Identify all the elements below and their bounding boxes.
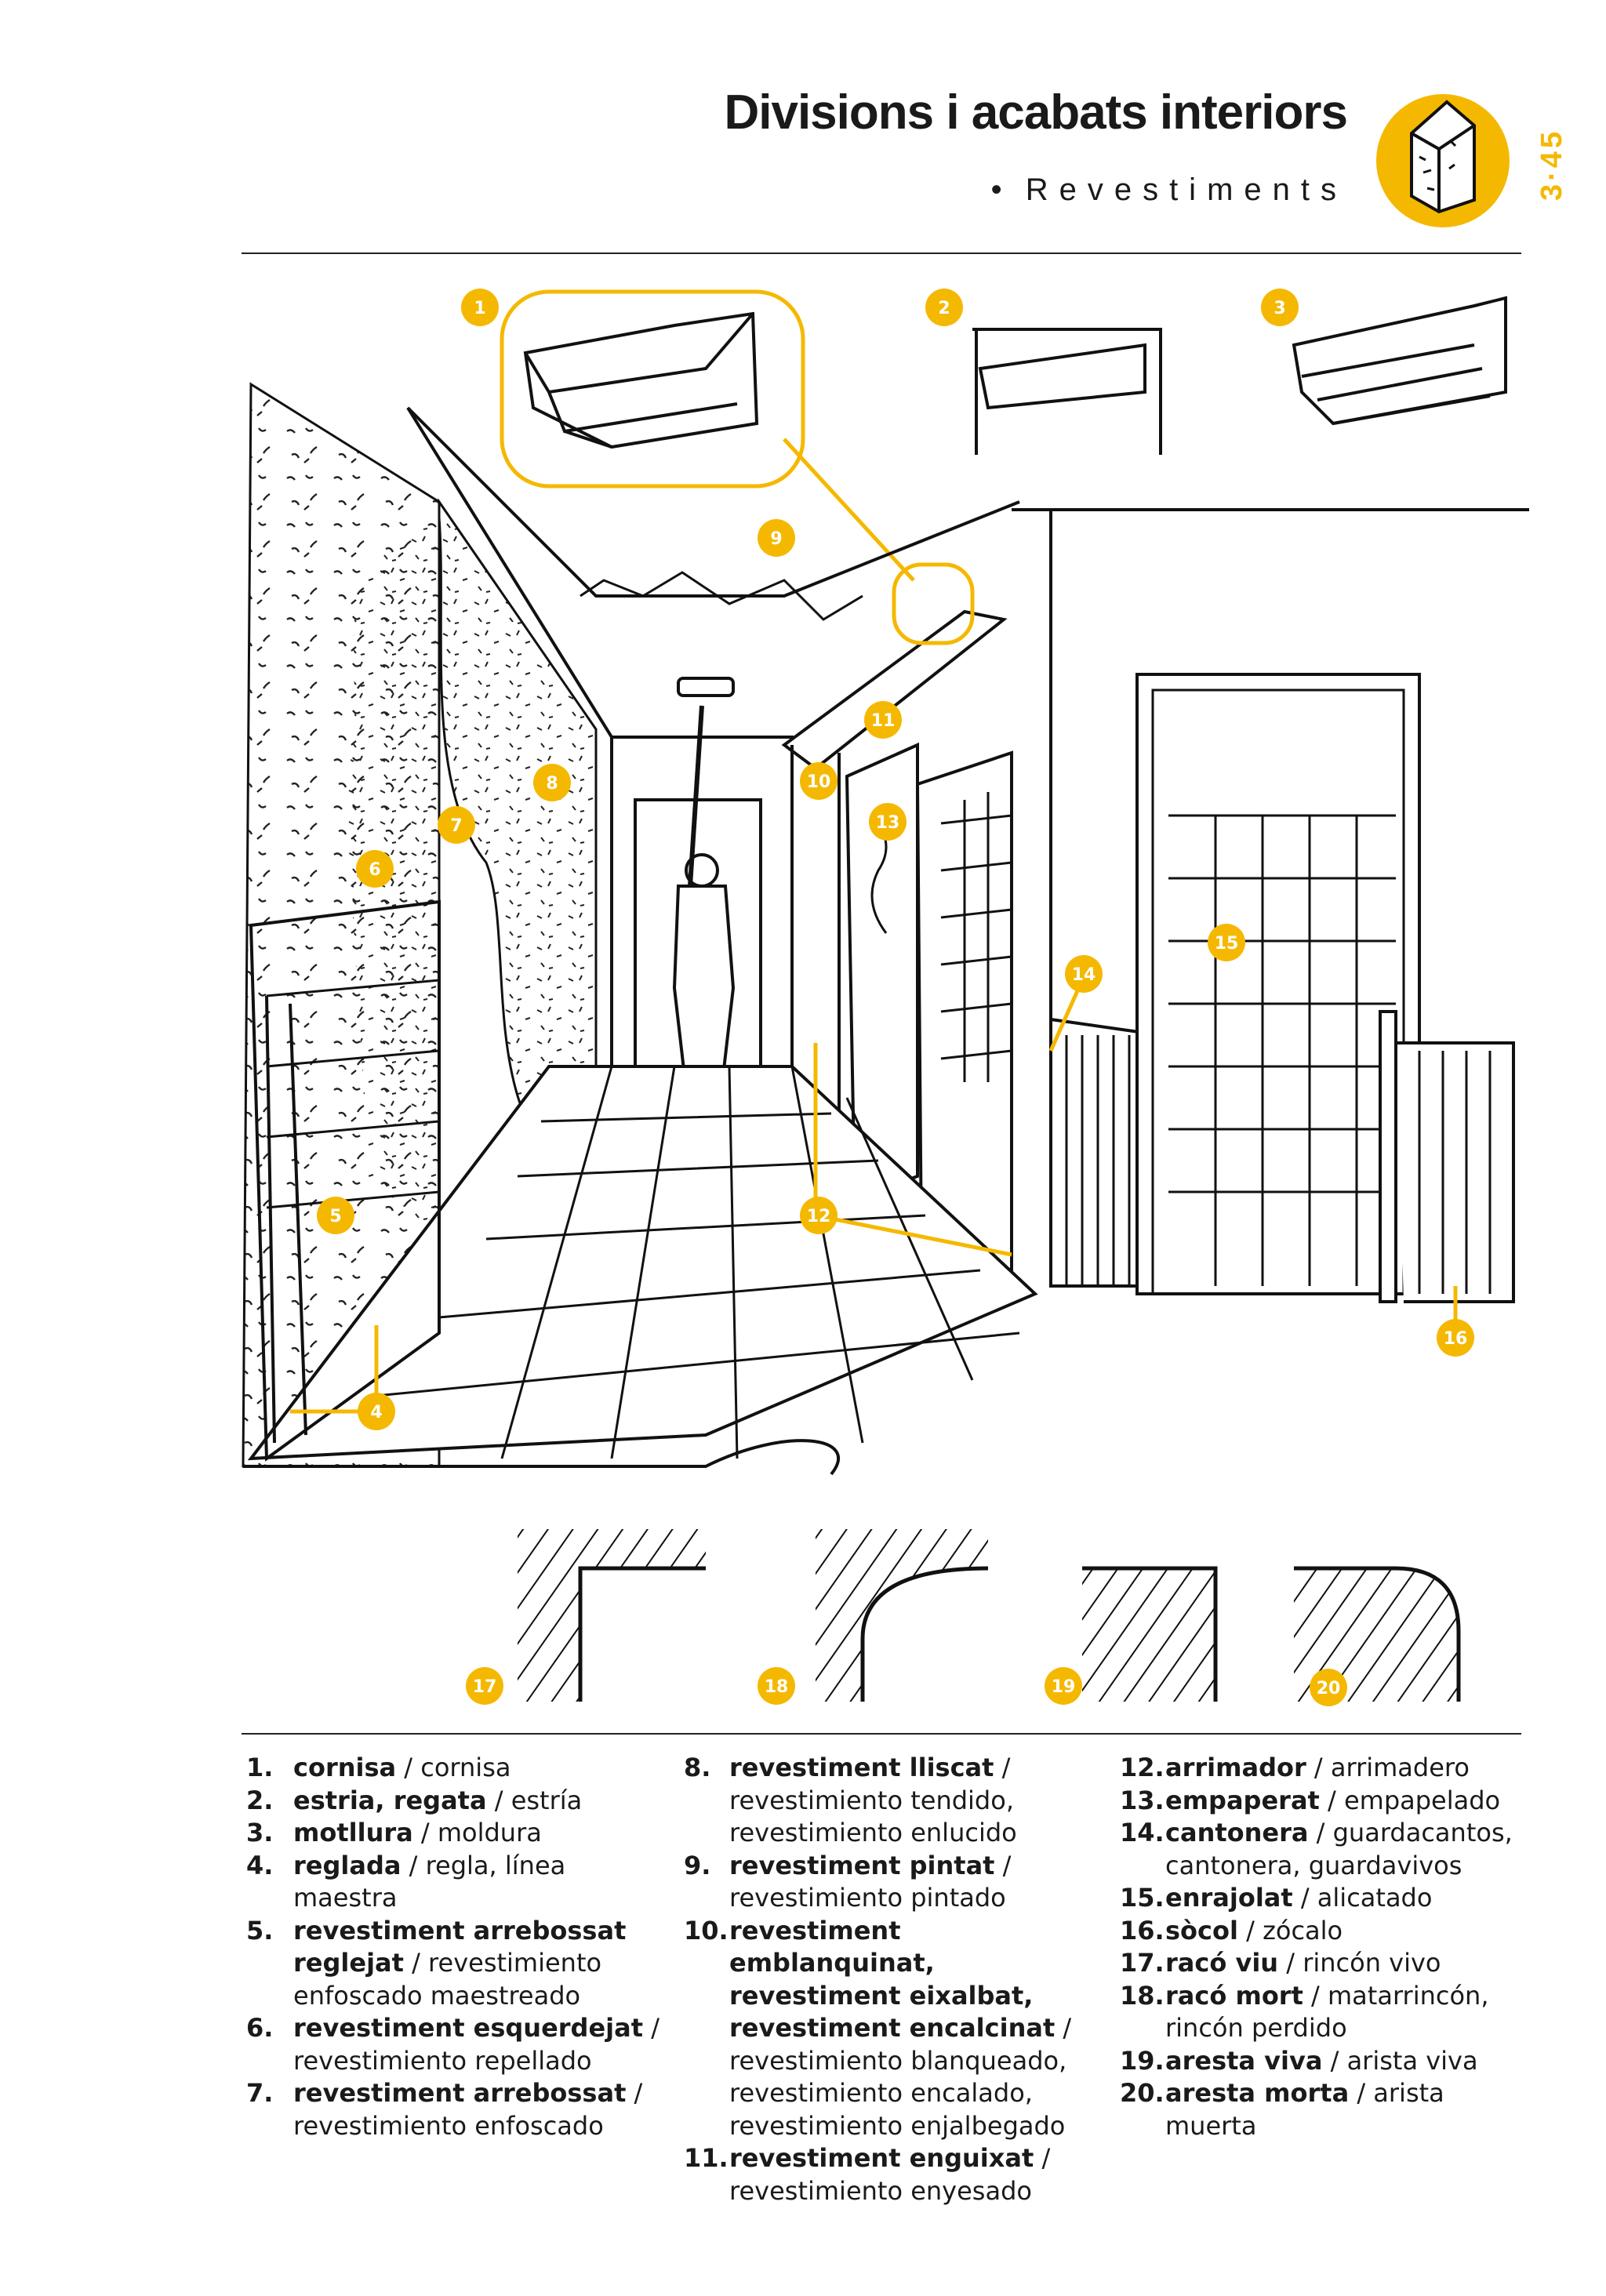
subtitle-text: Revestiments <box>1025 173 1347 207</box>
painter-figure <box>672 677 736 1092</box>
page-title: Divisions i acabats interiors <box>724 85 1348 140</box>
svg-text:13: 13 <box>876 813 900 833</box>
svg-text:16: 16 <box>1444 1329 1468 1349</box>
legend-item: 2.estria, regata / estría <box>246 1785 583 1815</box>
svg-text:14: 14 <box>1072 965 1096 985</box>
callout-9: 9 <box>758 519 795 557</box>
legend-item: 13.empaperat / empapelado <box>1120 1785 1501 1815</box>
svg-text:18: 18 <box>765 1677 789 1697</box>
legend-column-2: 8.revestiment lliscat / revestimiento te… <box>684 1752 1092 2207</box>
svg-text:1: 1 <box>474 299 485 318</box>
moulding-detail <box>1292 296 1507 426</box>
callout-10: 10 <box>800 762 838 800</box>
cornice-detail <box>500 289 915 582</box>
svg-text:5: 5 <box>329 1207 341 1226</box>
header-divider <box>242 252 1521 254</box>
svg-text:10: 10 <box>807 772 831 792</box>
callout-20: 20 <box>1310 1669 1347 1706</box>
legend-item: 5.revestiment arrebossat reglejat / reve… <box>246 1915 627 2011</box>
svg-text:17: 17 <box>473 1677 497 1697</box>
legend-item: 19.aresta viva / arista viva <box>1120 2045 1478 2076</box>
legend-item: 3.motllura / moldura <box>246 1818 542 1847</box>
groove-detail <box>972 328 1162 455</box>
corner-profile-20 <box>1294 1566 1461 1702</box>
legend-item: 12.arrimador / arrimadero <box>1120 1753 1470 1782</box>
svg-text:15: 15 <box>1215 934 1239 954</box>
legend-item: 15.enrajolat / alicatado <box>1120 1883 1433 1913</box>
svg-text:7: 7 <box>450 816 462 836</box>
legend-item: 9.revestiment pintat / revestimiento pin… <box>684 1850 1012 1913</box>
legend-item: 8.revestiment lliscat / revestimiento te… <box>684 1753 1017 1847</box>
legend-item: 7.revestiment arrebossat / revestimiento… <box>246 2078 643 2141</box>
callout-3: 3 <box>1261 289 1299 326</box>
legend-item: 17.racó viu / rincón vivo <box>1120 1948 1441 1978</box>
callout-5: 5 <box>317 1197 354 1234</box>
legend-item: 11.revestiment enguixat / revestimiento … <box>684 2143 1051 2206</box>
svg-text:20: 20 <box>1317 1679 1341 1698</box>
callout-7: 7 <box>438 806 475 844</box>
callout-15: 15 <box>1208 924 1245 961</box>
svg-text:11: 11 <box>871 711 896 731</box>
legend-item: 10.revestiment emblanquinat, revestiment… <box>684 1915 1072 2141</box>
svg-text:2: 2 <box>938 299 950 318</box>
house-wall-icon <box>1376 94 1510 227</box>
svg-text:9: 9 <box>770 529 782 549</box>
callout-12: 12 <box>800 1197 838 1234</box>
legend-item: 14.cantonera / guardacantos, cantonera, … <box>1120 1818 1513 1880</box>
callout-8: 8 <box>533 764 571 801</box>
legend-item: 6.revestiment esquerdejat / revestimient… <box>246 2013 659 2076</box>
legend-item: 20.aresta morta / arista muerta <box>1120 2078 1444 2141</box>
callout-14: 14 <box>1065 955 1103 993</box>
callout-11: 11 <box>864 701 902 739</box>
callout-16: 16 <box>1437 1319 1474 1357</box>
legend-column-1: 1.cornisa / cornisa 2.estria, regata / e… <box>246 1752 662 2142</box>
callout-18: 18 <box>758 1667 795 1705</box>
legend-divider <box>242 1733 1521 1735</box>
corner-profile-18 <box>816 1529 989 1702</box>
callout-markers: 1 2 3 4 5 6 7 8 9 10 11 12 13 14 15 16 1… <box>317 289 1474 1706</box>
legend-item: 18.racó mort / matarrincón, rincón perdi… <box>1120 1980 1489 2044</box>
svg-text:6: 6 <box>369 860 380 880</box>
page-subtitle: •Revestiments <box>990 173 1347 207</box>
svg-text:19: 19 <box>1052 1677 1076 1697</box>
callout-2: 2 <box>925 289 963 326</box>
room-scene <box>242 382 1529 1476</box>
callout-4: 4 <box>358 1393 395 1430</box>
svg-text:3: 3 <box>1274 299 1285 318</box>
callout-13: 13 <box>869 803 907 841</box>
corner-profile-19 <box>1082 1566 1218 1702</box>
svg-text:4: 4 <box>370 1403 382 1422</box>
legend-column-3: 12.arrimador / arrimadero 13.empaperat /… <box>1120 1752 1528 2142</box>
legend-item: 1.cornisa / cornisa <box>246 1753 511 1782</box>
callout-19: 19 <box>1045 1667 1082 1705</box>
corner-profile-17 <box>518 1529 706 1702</box>
legend-item: 4.reglada / regla, línea maestra <box>246 1850 566 1913</box>
svg-text:12: 12 <box>807 1207 831 1226</box>
svg-text:8: 8 <box>546 774 558 794</box>
callout-17: 17 <box>466 1667 503 1705</box>
callout-6: 6 <box>356 850 394 888</box>
callout-1: 1 <box>461 289 499 326</box>
legend-item: 16.sòcol / zócalo <box>1120 1915 1343 1945</box>
